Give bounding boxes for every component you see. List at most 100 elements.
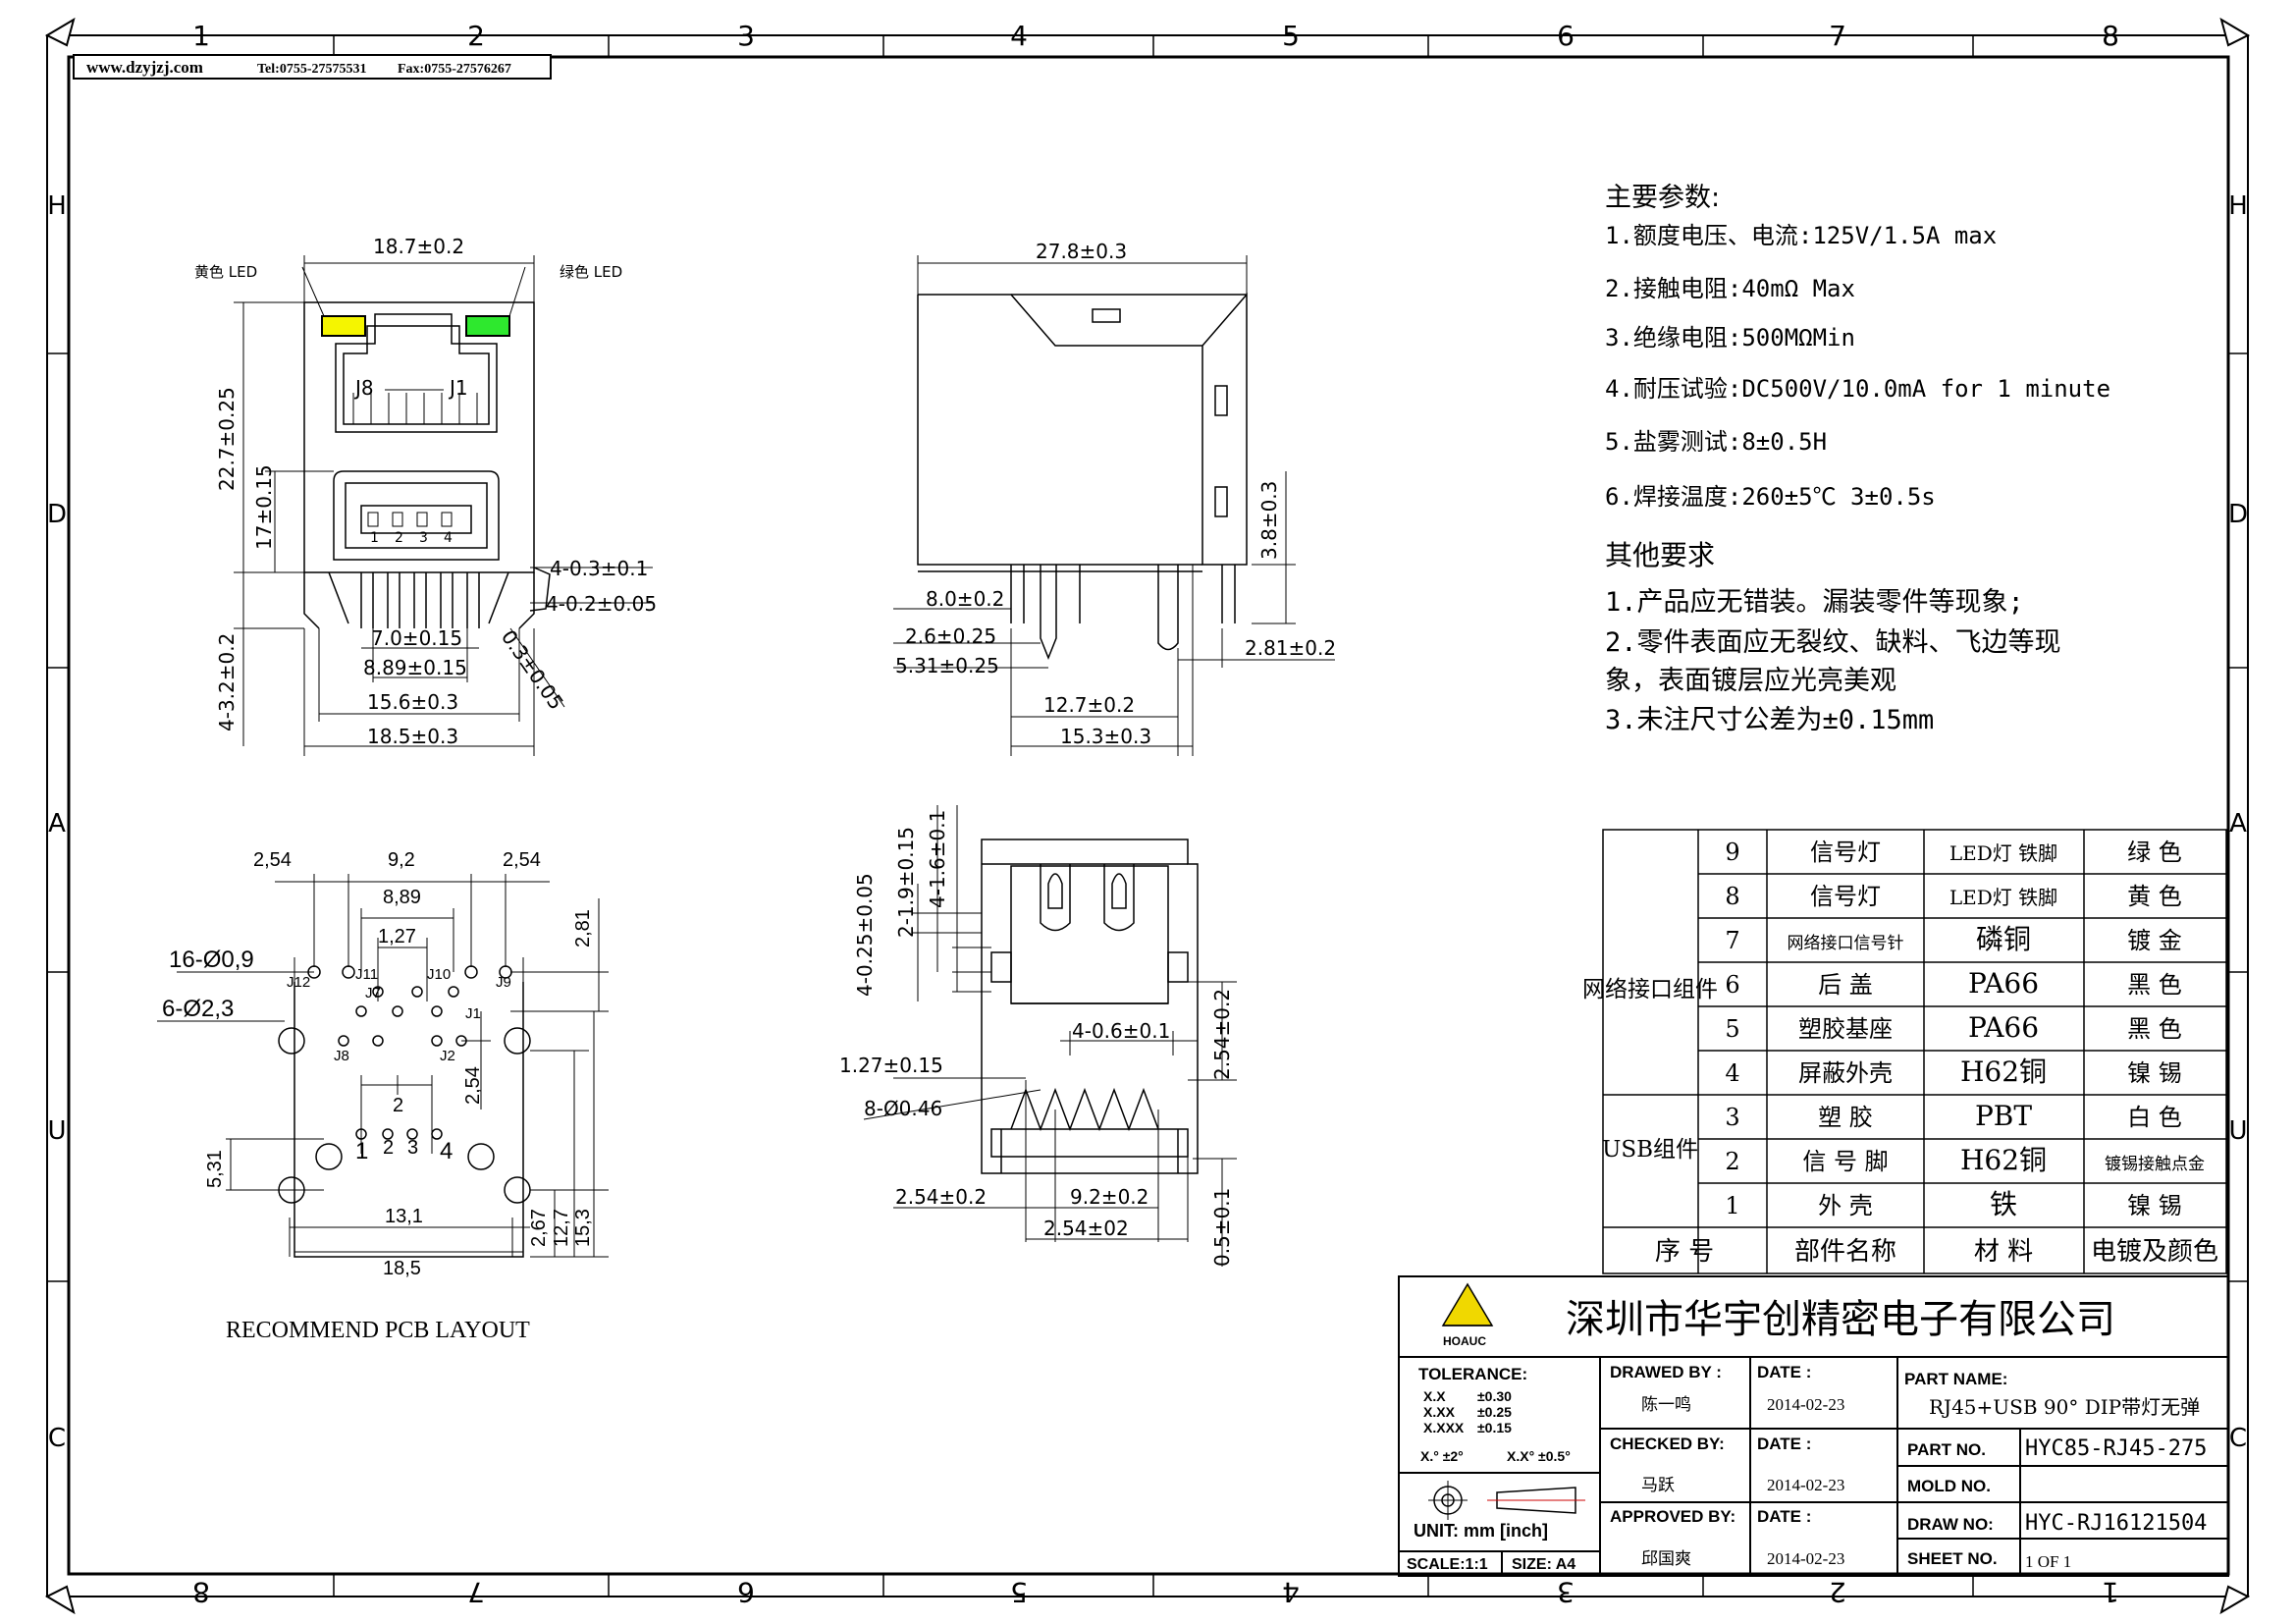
side-d26: 2.6±0.25 [905,624,996,648]
zone-numbers-bottom: 8 7 6 5 4 3 2 1 [192,1576,2119,1608]
tol-x: X.X [1423,1388,1446,1404]
header-fax: Fax:0755-27576267 [398,62,511,77]
other-title: 其他要求 [1605,539,1715,571]
pcb-pin-j7: J7 [365,985,381,1001]
sheet-border [44,17,2251,1615]
pcb-d127v: 12,7 [551,1209,572,1247]
front-view [234,255,653,756]
pcb-usb-pin-2: 2 [383,1137,394,1159]
led-green [465,315,510,337]
usb-pin-1: 1 [370,530,379,546]
specs-title: 主要参数: [1605,183,1720,213]
usb-pin-2: 2 [395,530,403,546]
pcb-d267: 2,67 [528,1209,550,1247]
part-no-label: PART NO. [1907,1440,1986,1459]
bom-row-material: H62铜 [1960,1144,2047,1176]
zone-top-6: 6 [1557,20,1575,52]
zone-bottom-1: 1 [2102,1576,2119,1608]
other-item-2: 2.零件表面应无裂纹、缺料、飞边等现 [1605,627,2061,658]
side-d281: 2.81±0.2 [1245,636,1336,660]
size: SIZE: A4 [1512,1556,1575,1573]
zone-top-5: 5 [1282,20,1300,52]
zone-left-c: C [48,1424,66,1453]
other-item-1: 1.产品应无错装。漏装零件等现象; [1605,587,2024,618]
bom-row-name: 信号灯 [1810,883,1881,910]
pcb-d2: 2 [393,1095,403,1116]
pcb-pin-j11: J11 [355,966,378,983]
bv-4-06: 4-0.6±0.1 [1072,1019,1170,1043]
date-3: 2014-02-23 [1767,1549,1844,1568]
bom-header-material: 材 料 [1974,1237,2033,1267]
dim-4-32: 4-3.2±0.2 [215,633,239,731]
zone-left-a: A [48,809,66,839]
dim-4-03: 4-0.3±0.1 [550,557,648,580]
bom-group-usb: USB组件 [1602,1137,1698,1163]
zone-top-4: 4 [1010,20,1028,52]
bom-row-material: 铁 [1990,1188,2017,1220]
bom-row-no: 8 [1725,883,1739,910]
bom-group-network-label: 网络接口组件 [1582,977,1718,1002]
bv-05: 0.5±0.1 [1210,1188,1234,1267]
bom-row-finish: 镍 锡 [2127,1059,2182,1087]
tol-angle-2: X.X° ±0.5° [1507,1448,1571,1464]
sheet-no-label: SHEET NO. [1907,1549,1998,1568]
pcb-layout-title: RECOMMEND PCB LAYOUT [226,1318,530,1343]
front-width-top: 18.7±0.2 [373,235,464,258]
front-usb-height: 17±0.15 [252,464,276,550]
checked-by: 马跃 [1641,1476,1675,1495]
zone-left-u: U [47,1116,66,1146]
bom-row-material: PA66 [1968,967,2039,1000]
bom-row-name: 后 盖 [1818,971,1873,999]
tol-xx-value: ±0.25 [1477,1404,1512,1420]
bottom-view [863,805,1237,1267]
zone-bottom-4: 4 [1282,1576,1300,1608]
zone-bottom-3: 3 [1557,1576,1575,1608]
side-view-labels: 27.8±0.3 3.8±0.3 8.0±0.2 2.6±0.25 5.31±0… [895,240,1336,748]
header-tel: Tel:0755-27575531 [257,62,366,77]
side-width: 27.8±0.3 [1036,240,1127,263]
date-label-1: DATE : [1757,1363,1811,1381]
pcb-d185: 18,5 [383,1258,421,1279]
led-yellow [321,315,366,337]
checked-by-label: CHECKED BY: [1610,1435,1725,1453]
zone-bottom-6: 6 [737,1576,755,1608]
bom-row-name: 塑胶基座 [1798,1015,1893,1043]
led-yellow-label: 黄色 LED [194,263,257,281]
pcb-holes-16: 16-Ø0,9 [169,947,254,973]
spec-item-6: 6.焊接温度:260±5℃ 3±0.5s [1605,483,1936,511]
dim-4-02: 4-0.2±0.05 [546,592,657,616]
date-2: 2014-02-23 [1767,1476,1844,1494]
bom-row-name: 网络接口信号针 [1788,934,1904,953]
bom-row-finish: 绿 色 [2127,839,2182,866]
bom-row-material: PA66 [1968,1011,2039,1044]
spec-item-4: 4.耐压试验:DC500V/10.0mA for 1 minute [1605,375,2110,403]
zone-left-h: H [47,191,67,221]
bv-92: 9.2±0.2 [1070,1185,1148,1209]
bom-row-no: 5 [1725,1015,1739,1043]
pcb-pin-j2: J2 [440,1048,455,1064]
pcb-d281: 2,81 [572,909,594,947]
bom-row-no: 3 [1725,1104,1739,1131]
pcb-d889: 8,89 [383,887,421,908]
zone-top-8: 8 [2102,20,2119,52]
zone-right-c: C [2229,1424,2247,1453]
zone-right-h: H [2228,191,2248,221]
dim-156: 15.6±0.3 [367,690,458,714]
bom-header-finish: 电镀及颜色 [2091,1237,2218,1267]
tol-x-value: ±0.30 [1477,1388,1512,1404]
dim-889: 8.89±0.15 [363,656,467,679]
bv-d254-v: 2.54±0.2 [1210,989,1234,1080]
side-d153: 15.3±0.3 [1060,725,1151,748]
bv-8-046: 8-Ø0.46 [864,1097,942,1120]
pcb-pin-j8: J8 [334,1048,349,1064]
zone-bottom-2: 2 [1829,1576,1846,1608]
spec-item-5: 5.盐雾测试:8±0.5H [1605,428,1827,456]
pcb-usb-pin-3: 3 [407,1137,418,1159]
drawn-by-label: DRAWED BY : [1610,1363,1722,1381]
part-name: RJ45+USB 90° DIP带灯无弹 [1929,1395,2200,1419]
side-d531: 5.31±0.25 [895,654,999,677]
side-d8: 8.0±0.2 [926,587,1004,611]
spec-item-2: 2.接触电阻:40mΩ Max [1605,275,1855,302]
